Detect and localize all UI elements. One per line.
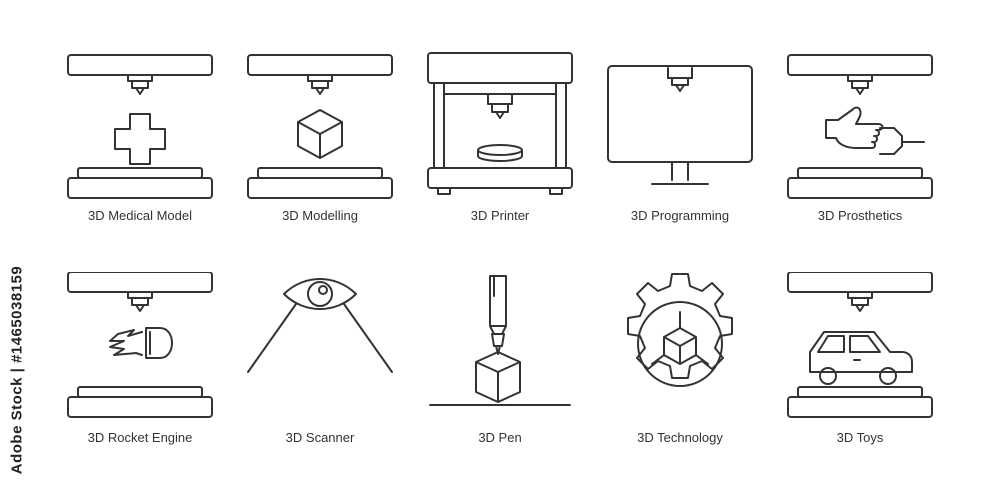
icon-3d-modelling: 3D Modelling: [230, 50, 410, 250]
icon-3d-toys: 3D Toys: [770, 272, 950, 472]
gear-cube-icon: [627, 273, 733, 387]
monitor-code-icon: </>: [607, 65, 753, 185]
printer-icon: [427, 52, 573, 195]
icon-label: 3D Rocket Engine: [87, 430, 193, 445]
icon-label: 3D Technology: [637, 430, 723, 445]
icon-3d-prosthetics: 3D Prosthetics: [770, 50, 950, 250]
code-brackets-icon: </>: [660, 119, 700, 144]
rocket-engine-icon: [67, 272, 213, 418]
stock-id-watermark: Adobe Stock | #1465038159: [2, 250, 32, 490]
icon-3d-technology: 3D Technology: [590, 272, 770, 472]
icon-3d-medical-model: 3D Medical Model: [50, 50, 230, 250]
icon-3d-programming: </> 3D Programming: [590, 50, 770, 250]
icon-label: 3D Printer: [470, 208, 530, 223]
icon-label: 3D Modelling: [282, 208, 358, 223]
cube-modelling-icon: [247, 54, 393, 199]
icon-label: 3D Prosthetics: [817, 208, 903, 223]
toy-car-icon: [787, 272, 933, 418]
stock-id-text: Adobe Stock | #1465038159: [8, 265, 26, 475]
scanner-3d-text: 3D: [288, 347, 353, 401]
prosthetic-hand-icon: [787, 54, 933, 199]
icon-label: 3D Programming: [630, 208, 730, 223]
icon-3d-pen: 3D Pen: [410, 272, 590, 472]
icon-3d-printer: 3D Printer: [410, 50, 590, 250]
icon-label: 3D Scanner: [285, 430, 355, 445]
icon-label: 3D Medical Model: [87, 208, 193, 223]
icon-label: 3D Pen: [478, 430, 522, 445]
eye-scanner-icon: 3D: [247, 278, 393, 401]
icon-3d-rocket-engine: 3D Rocket Engine: [50, 272, 230, 472]
pen-icon: [429, 275, 571, 406]
medical-model-icon: [67, 54, 213, 199]
icon-label: 3D Toys: [836, 430, 884, 445]
icon-3d-scanner: 3D 3D Scanner: [230, 272, 410, 472]
